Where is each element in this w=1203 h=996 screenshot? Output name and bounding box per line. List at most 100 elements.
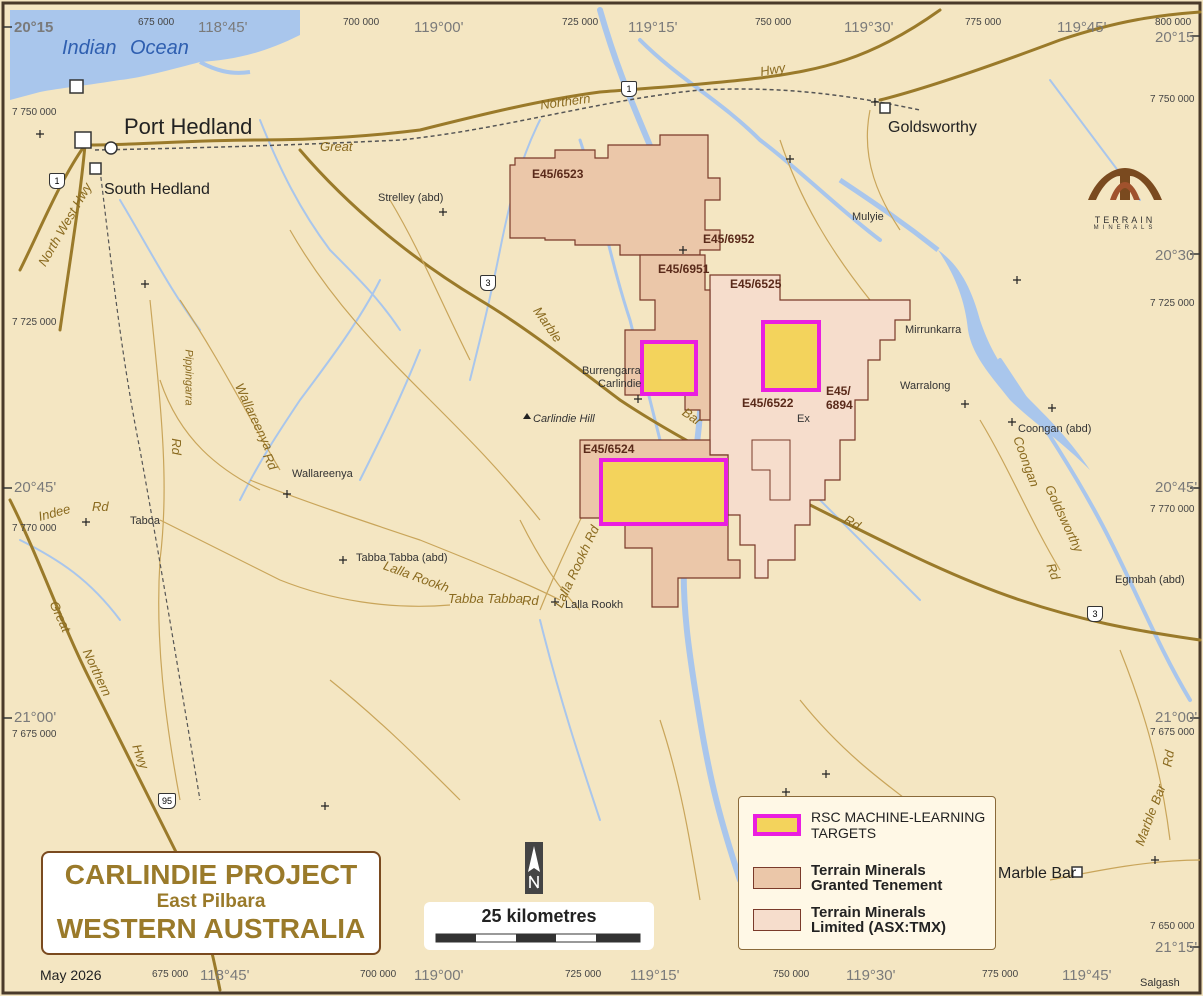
easting-775-top: 775 000	[965, 17, 1002, 28]
easting-700-top: 700 000	[343, 17, 380, 28]
title-box: CARLINDIE PROJECT East Pilbara WESTERN A…	[41, 851, 381, 955]
tenement-limited-shape	[709, 274, 911, 579]
logo-text-terrain: TERRAIN	[1094, 215, 1156, 225]
project-region: WESTERN AUSTRALIA	[56, 913, 366, 944]
lon-label-11915-top: 119°15'	[628, 19, 678, 36]
northing-7750-left: 7 750 000	[12, 107, 57, 118]
legend-item-targets: RSC MACHINE-LEARNING TARGETS	[753, 809, 985, 841]
tenement-label-6523: E45/6523	[532, 167, 584, 181]
highway-shield-1: 1	[621, 81, 637, 97]
road-label-rd-se: Rd	[1159, 749, 1178, 768]
lon-label-11900-bot: 119°00'	[414, 967, 464, 984]
town-south-hedland: South Hedland	[104, 181, 210, 198]
town-carlindie-hill: Carlindie Hill	[533, 413, 595, 425]
town-coongan: Coongan (abd)	[1018, 423, 1092, 435]
town-port-hedland: Port Hedland	[124, 114, 253, 139]
easting-675-bot: 675 000	[152, 969, 189, 980]
scale-label: 25 kilometres	[481, 906, 597, 926]
town-burrengarra: Burrengarra	[582, 365, 641, 377]
legend-targets-line1: RSC MACHINE-LEARNING	[811, 809, 986, 825]
target-2	[761, 320, 821, 392]
map-date: May 2026	[40, 967, 102, 983]
highway-shield-1b: 1	[49, 173, 65, 189]
town-goldsworthy: Goldsworthy	[888, 119, 977, 136]
northing-7725-right: 7 725 000	[1150, 298, 1195, 309]
tenement-label-6522: E45/6522	[742, 396, 794, 410]
project-title: CARLINDIE PROJECT	[64, 859, 358, 890]
lat-label-2115-right: 21°15'	[1155, 939, 1198, 956]
lat-label-2015-right: 20°15	[1155, 29, 1195, 46]
legend-granted-line2: Granted Tenement	[811, 877, 943, 894]
easting-800-top: 800 000	[1155, 17, 1192, 28]
railway	[94, 88, 921, 151]
lon-label-11915-bot: 119°15'	[630, 967, 680, 984]
highway-shield-95: 95	[158, 793, 176, 809]
easting-675-top: 675 000	[138, 17, 175, 28]
lat-label-2100-right: 21°00'	[1155, 709, 1198, 726]
lon-label-11930-top: 119°30'	[844, 19, 894, 36]
lon-label-11945-top: 119°45'	[1057, 19, 1107, 36]
town-lalla-rookh: Lalla Rookh	[565, 599, 624, 611]
town-wallareenya: Wallareenya	[292, 468, 353, 480]
lat-label-2015-left: 20°15	[14, 19, 54, 36]
highway-shield-3b: 3	[1087, 606, 1103, 622]
scale-bar: 25 kilometres	[424, 902, 654, 950]
northing-7725-left: 7 725 000	[12, 317, 57, 328]
legend-item-granted: Terrain Minerals Granted Tenement	[753, 863, 942, 893]
lat-label-2030-right: 20°30	[1155, 247, 1195, 264]
road-label-tabba-tabba: Tabba Tabba	[448, 591, 523, 606]
highway-shield-3: 3	[480, 275, 496, 291]
lon-label-11845-top: 118°45'	[198, 19, 248, 36]
town-strelley: Strelley (abd)	[378, 192, 444, 204]
target-3	[599, 458, 728, 526]
northing-7675-right: 7 675 000	[1150, 727, 1195, 738]
legend-swatch-granted	[753, 867, 801, 889]
easting-725-top: 725 000	[562, 17, 599, 28]
scale-bar-graphic	[435, 933, 641, 943]
lake	[938, 250, 1090, 470]
lat-label-2045-left: 20°45'	[14, 479, 57, 496]
town-salgash: Salgash	[1140, 977, 1180, 989]
legend-granted-line1: Terrain Minerals	[811, 862, 926, 879]
northing-7770-right: 7 770 000	[1150, 504, 1195, 515]
town-warralong: Warralong	[900, 380, 951, 392]
town-tabba-tabba: Tabba Tabba (abd)	[356, 552, 448, 564]
town-mulyie: Mulyie	[852, 211, 884, 223]
northing-7675-left: 7 675 000	[12, 729, 57, 740]
ocean-label-indian: Indian	[62, 37, 117, 59]
northing-7750-right: 7 750 000	[1150, 94, 1195, 105]
road-label-great: Great	[320, 139, 353, 154]
tenement-label-6952: E45/6952	[703, 232, 755, 246]
tenement-label-6894-a: E45/	[826, 384, 851, 398]
easting-725-bot: 725 000	[565, 969, 602, 980]
easting-775-bot: 775 000	[982, 969, 1019, 980]
lon-label-11900-top: 119°00'	[414, 19, 464, 36]
tenement-label-6524: E45/6524	[583, 442, 635, 456]
town-egmbah: Egmbah (abd)	[1115, 574, 1185, 586]
lon-label-11945-bot: 119°45'	[1062, 967, 1112, 984]
tenement-label-6894-b: 6894	[826, 398, 853, 412]
tenement-label-6951: E45/6951	[658, 262, 710, 276]
logo-mark-icon	[1088, 168, 1162, 200]
project-subtitle: East Pilbara	[156, 891, 266, 912]
legend-limited-line2: Limited (ASX:TMX)	[811, 919, 946, 936]
target-1	[640, 340, 698, 396]
logo-text-minerals: MINERALS	[1093, 225, 1157, 231]
ocean-area	[10, 10, 300, 100]
town-marble-bar: Marble Bar	[998, 865, 1077, 882]
lat-label-2045-right: 20°45'	[1155, 479, 1198, 496]
easting-700-bot: 700 000	[360, 969, 397, 980]
north-arrow-icon	[523, 842, 545, 894]
town-carlindie: Carlindie	[598, 378, 642, 390]
tenement-label-ex: Ex	[797, 413, 810, 425]
tenement-label-6525: E45/6525	[730, 277, 782, 291]
road-label-indee-rd: Rd	[92, 499, 109, 514]
town-taboa: Taboa	[130, 515, 160, 527]
road-label-pippingarra-rd: Rd	[168, 438, 184, 455]
road-label-tabba-rd: Rd	[522, 593, 539, 608]
legend: RSC MACHINE-LEARNING TARGETS Terrain Min…	[738, 796, 996, 950]
legend-swatch-targets	[753, 814, 801, 836]
lat-label-2100-left: 21°00'	[14, 709, 57, 726]
